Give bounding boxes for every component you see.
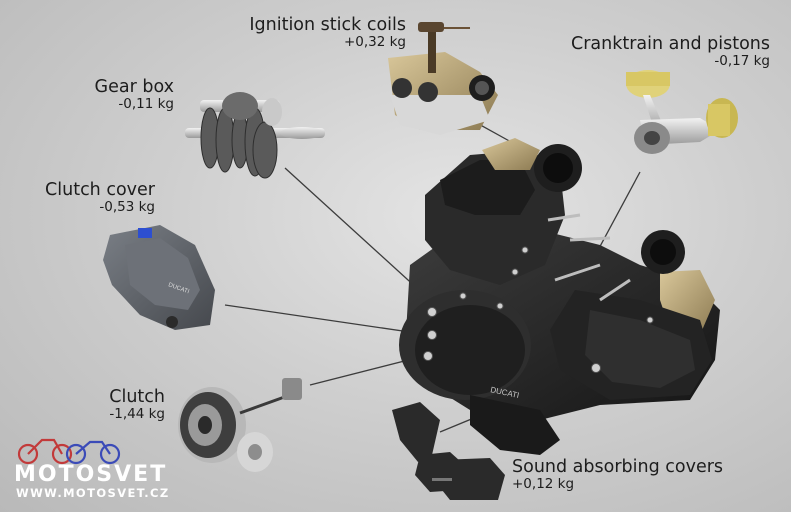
label-clutch-cover: Clutch cover -0,53 kg [28, 181, 155, 214]
part-name: Clutch cover [45, 180, 155, 200]
ignition-coils-illustration [388, 22, 498, 135]
part-name: Gear box [94, 77, 174, 97]
cranktrain-illustration [626, 70, 738, 154]
gearbox-illustration [185, 92, 325, 179]
part-name: Cranktrain and pistons [570, 34, 770, 54]
leader-line-gearbox [284, 167, 431, 301]
part-weight: +0,12 kg [512, 475, 575, 492]
motosvet-logo: MOTOSVET WWW.MOTOSVET.CZ [14, 430, 214, 508]
label-gear-box: Gear box -0,11 kg [70, 78, 174, 111]
label-sound-absorbing-covers: Sound absorbing covers +0,12 kg [512, 458, 752, 491]
part-weight: +0,32 kg [343, 33, 406, 50]
motorcycle-icon [17, 438, 121, 465]
part-weight: -0,17 kg [714, 52, 770, 69]
clutch-cover-illustration: DUCATI [103, 225, 215, 330]
label-ignition-stick-coils: Ignition stick coils +0,32 kg [218, 16, 406, 49]
part-name: Sound absorbing covers [512, 457, 724, 477]
logo-url: WWW.MOTOSVET.CZ [16, 486, 170, 500]
part-name: Clutch [109, 387, 165, 407]
label-cranktrain-pistons: Cranktrain and pistons -0,17 kg [548, 35, 770, 68]
engine-block: DUCATI [399, 138, 720, 455]
label-clutch: Clutch -1,44 kg [82, 388, 165, 421]
clutch-illustration [178, 378, 302, 472]
part-name: Ignition stick coils [249, 15, 406, 35]
part-weight: -0,53 kg [99, 198, 155, 215]
part-weight: -1,44 kg [109, 405, 165, 422]
logo-brand: MOTOSVET [14, 462, 168, 487]
sound-covers-illustration [392, 402, 505, 500]
leader-line-clutch-cover [224, 304, 431, 336]
part-weight: -0,11 kg [118, 95, 174, 112]
